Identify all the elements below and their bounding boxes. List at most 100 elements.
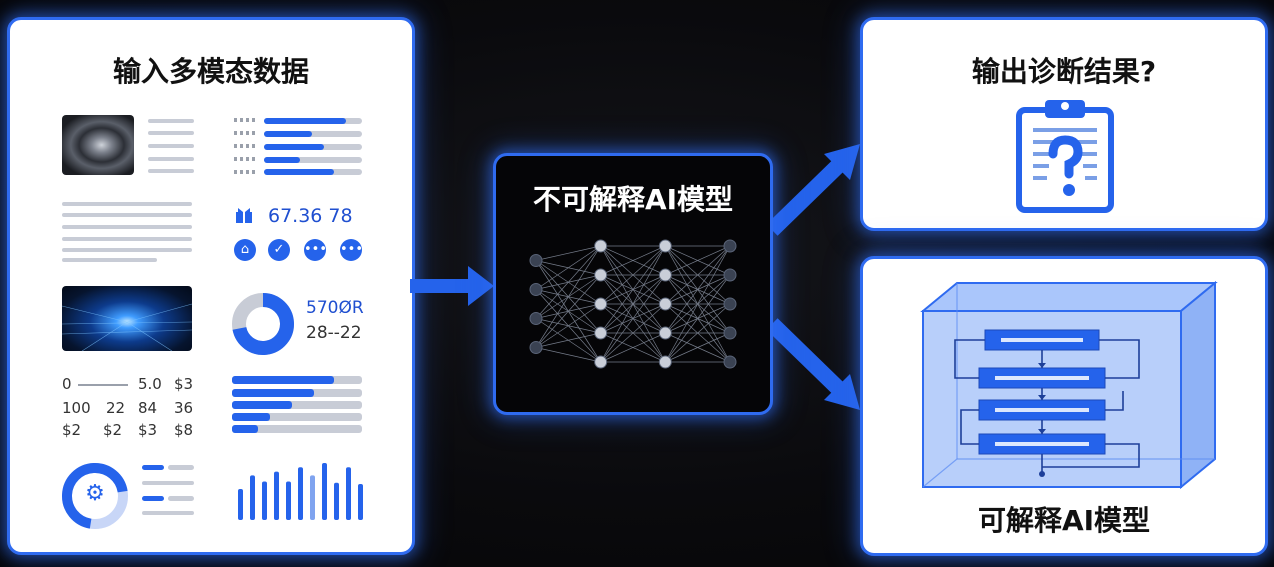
black-box-model-panel: 不可解释AI模型 [493, 153, 773, 415]
transparent-flowchart-box-icon [920, 280, 1218, 490]
bar [310, 475, 315, 520]
connection [535, 274, 601, 348]
donut-segment [62, 463, 128, 529]
progress-fill [264, 157, 300, 163]
connection [600, 245, 666, 305]
bar [250, 475, 255, 520]
donut-value-2: 28--22 [306, 323, 362, 343]
progress-fill [232, 401, 292, 409]
progress-track [232, 401, 362, 409]
neuron [594, 326, 608, 340]
neuron [723, 268, 737, 282]
check-icon: ✓ [268, 239, 290, 261]
text-line [148, 169, 194, 173]
table-cell: 84 [138, 399, 158, 417]
bar [262, 481, 267, 520]
stat-numbers: 67.36 78 [268, 205, 353, 227]
connection [665, 245, 731, 334]
text-line [62, 237, 192, 241]
connection [665, 245, 731, 276]
table-cell: $2 [62, 421, 82, 439]
bar [346, 467, 351, 520]
connection [600, 274, 666, 363]
progress-fill [264, 131, 312, 137]
arrow-to-model [410, 266, 494, 306]
clipboard-question-icon [1016, 100, 1114, 213]
bar [322, 462, 327, 520]
connection [535, 245, 601, 261]
text-line [62, 202, 192, 206]
connection [665, 332, 731, 363]
legend-line [142, 511, 194, 515]
text-line [148, 157, 194, 161]
progress-fill [232, 425, 258, 433]
arrow-to-xai [766, 318, 860, 410]
neuron [529, 254, 543, 267]
neuron [529, 283, 543, 296]
table-cell: $3 [174, 375, 194, 393]
legend-line [142, 496, 164, 501]
table-cell: $3 [138, 421, 158, 439]
ultrasound-image [62, 115, 134, 175]
neuron [658, 239, 672, 253]
bar [274, 471, 279, 520]
progress-track [232, 413, 362, 421]
black-box-title: 不可解释AI模型 [532, 183, 734, 216]
neuron [723, 239, 737, 253]
neuron [594, 268, 608, 282]
progress-fill [232, 389, 314, 397]
xai-title: 可解释AI模型 [977, 504, 1151, 537]
more-icon: ••• [304, 239, 327, 261]
connection [600, 245, 666, 363]
progress-track [264, 131, 362, 137]
bar [298, 467, 303, 520]
neuron [658, 297, 672, 311]
network-lines [61, 303, 193, 352]
progress-fill [264, 144, 324, 150]
connection [535, 245, 601, 348]
donut-chart [232, 293, 294, 355]
neuron [723, 355, 737, 369]
input-panel: 输入多模态数据 67.36 78 ⌂ ✓ ••• ••• 570ØR 28--2… [7, 17, 415, 555]
connection [600, 332, 666, 363]
neuron [594, 355, 608, 369]
donut-value-1: 570ØR [306, 298, 364, 318]
progress-fill [264, 118, 346, 124]
text-line [148, 144, 194, 148]
legend-line [142, 465, 164, 470]
text-line [148, 131, 194, 135]
progress-track [264, 157, 362, 163]
xai-panel: 可解释AI模型 [860, 256, 1268, 556]
neuron [658, 326, 672, 340]
neural-network-diagram [529, 239, 737, 369]
text-line [62, 213, 192, 217]
table-cell: 36 [174, 399, 194, 417]
neuron [723, 326, 737, 340]
connection [665, 274, 731, 363]
legend-line [168, 496, 194, 501]
progress-fill [232, 413, 270, 421]
table-cell: 100 [62, 399, 91, 417]
home-icon: ⌂ [234, 239, 256, 261]
bar [334, 482, 339, 520]
connection [535, 347, 601, 363]
gear-icon: ⚙ [85, 481, 105, 506]
legend-line [168, 465, 194, 470]
table-cell: 0 [62, 375, 72, 393]
gift-icon [234, 207, 254, 223]
text-line [62, 225, 192, 229]
arrow-to-output [766, 144, 860, 236]
table-cell: $2 [103, 421, 123, 439]
connection [535, 332, 601, 348]
output-panel: 输出诊断结果? [860, 17, 1268, 231]
connections [535, 245, 731, 363]
dot-column [234, 118, 256, 174]
progress-fill [264, 169, 334, 175]
digital-network-image [62, 286, 192, 351]
gear-donut-chart [62, 463, 128, 529]
bar [358, 484, 363, 520]
input-title: 输入多模态数据 [112, 55, 309, 88]
chat-icon: ••• [340, 239, 363, 261]
connection [665, 245, 731, 305]
connection [535, 245, 601, 319]
